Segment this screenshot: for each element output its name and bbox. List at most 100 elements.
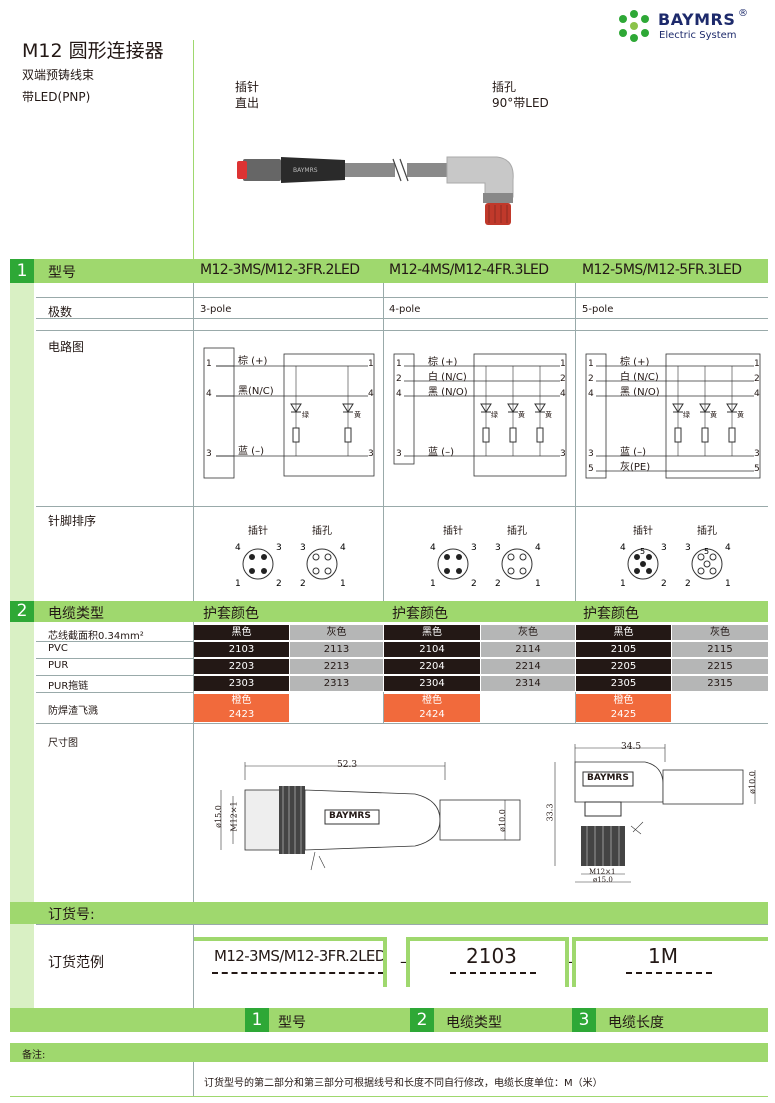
svg-text:1: 1 xyxy=(430,579,436,588)
section2-bar xyxy=(10,601,768,622)
c5-wire-2: 白 (N/C) xyxy=(620,372,659,383)
svg-text:1: 1 xyxy=(535,579,541,588)
c3-led-1: 绿 xyxy=(302,411,309,419)
c2-pvc-black: 2104 xyxy=(384,642,480,657)
c3-right-pin-2: 4 xyxy=(368,389,374,399)
angled-height: 33.3 xyxy=(545,803,555,822)
c3-pur-black: 2205 xyxy=(576,659,671,674)
c1-weld-head: 橙色 xyxy=(194,694,289,708)
c1-chain-grey: 2313 xyxy=(290,676,383,691)
svg-text:3: 3 xyxy=(300,543,306,553)
notes-bar xyxy=(10,1043,768,1062)
notes-text: 订货型号的第二部分和第三部分可根据线号和长度不同自行修改，电缆长度单位：M（米） xyxy=(204,1078,603,1089)
end1-label-2: 直出 xyxy=(235,96,260,110)
c3-pvc-black: 2105 xyxy=(576,642,671,657)
svg-text:2: 2 xyxy=(471,579,477,588)
c2-weld-value: 2424 xyxy=(384,708,480,722)
c3-right-pin-1: 1 xyxy=(368,359,374,369)
c3-left-pin-2: 4 xyxy=(206,389,212,399)
pin-male-label-2: 插针 xyxy=(443,526,463,537)
c1-chain-black: 2303 xyxy=(194,676,289,691)
c5-left-pin-3: 4 xyxy=(588,389,594,399)
jacket-color-2: 护套颜色 xyxy=(392,606,448,622)
svg-text:4: 4 xyxy=(535,543,541,553)
page-subtitle-1: 双端预铸线束 xyxy=(22,68,95,82)
c5-wire-4: 蓝 (–) xyxy=(620,447,646,458)
dims-label: 尺寸图 xyxy=(48,738,78,749)
svg-text:4: 4 xyxy=(235,543,241,553)
c2-chain-black: 2304 xyxy=(384,676,480,691)
svg-text:1: 1 xyxy=(620,579,626,588)
pin-male-label-1: 插针 xyxy=(248,526,268,537)
straight-diameter: ø15.0 xyxy=(213,805,223,828)
straight-thread: M12×1 xyxy=(229,801,239,832)
logo-mark-icon xyxy=(619,10,649,42)
logo-tagline: Electric System xyxy=(659,30,737,41)
c2-pur-grey: 2214 xyxy=(481,659,575,674)
c4-right-pin-3: 4 xyxy=(560,389,566,399)
svg-text:3: 3 xyxy=(276,543,282,553)
c5-left-pin-1: 1 xyxy=(588,359,594,369)
c2-pvc-grey: 2114 xyxy=(481,642,575,657)
legend-text-1: 型号 xyxy=(278,1015,306,1031)
section1-spine xyxy=(10,283,34,601)
c3-right-pin-3: 3 xyxy=(368,449,374,459)
poles-3: 5-pole xyxy=(582,304,614,315)
c3-pvc-grey: 2115 xyxy=(672,642,768,657)
product-cable-image: BAYMRS xyxy=(237,156,514,225)
c2-black-head: 黑色 xyxy=(384,625,480,640)
pin-female-label-2: 插孔 xyxy=(507,526,527,537)
c5-led-2: 黄 xyxy=(710,411,717,419)
c5-left-pin-5: 5 xyxy=(588,464,594,474)
c1-black-head: 黑色 xyxy=(194,625,289,640)
c2-weld-head: 橙色 xyxy=(384,694,480,708)
straight-length: 52.3 xyxy=(337,760,358,770)
angled-cable: ø10.0 xyxy=(747,771,757,794)
section2-label: 电缆类型 xyxy=(48,606,104,622)
svg-text:3: 3 xyxy=(661,543,667,553)
c3-chain-black: 2305 xyxy=(576,676,671,691)
c1-pvc-black: 2103 xyxy=(194,642,289,657)
svg-text:1: 1 xyxy=(725,579,731,588)
c5-right-pin-1: 1 xyxy=(754,359,760,369)
c4-wire-3: 黑 (N/O) xyxy=(428,387,468,398)
order-col-bar-1 xyxy=(194,937,384,941)
svg-text:3: 3 xyxy=(685,543,691,553)
angled-thread: M12×1 xyxy=(589,868,616,876)
pinout-label: 针脚排序 xyxy=(48,514,97,528)
c4-wire-4: 蓝 (–) xyxy=(428,447,454,458)
c4-left-pin-1: 1 xyxy=(396,359,402,369)
c4-left-pin-3: 4 xyxy=(396,389,402,399)
c4-led-2: 黄 xyxy=(518,411,525,419)
poles-label: 极数 xyxy=(48,305,73,319)
left-divider xyxy=(193,40,194,260)
legend-text-2: 电缆类型 xyxy=(446,1015,502,1031)
c1-pur-black: 2203 xyxy=(194,659,289,674)
c5-left-pin-4: 3 xyxy=(588,449,594,459)
c5-led-3: 黄 xyxy=(737,411,744,419)
poles-1: 3-pole xyxy=(200,304,232,315)
pin-male-label-3: 插针 xyxy=(633,526,653,537)
order-spine xyxy=(10,924,34,1008)
order-heading: 订货号: xyxy=(48,907,95,923)
c1-grey-head: 灰色 xyxy=(290,625,383,640)
legend-text-3: 电缆长度 xyxy=(608,1015,664,1031)
angled-width: 34.5 xyxy=(621,742,642,752)
c4-right-pin-2: 2 xyxy=(560,374,566,384)
col-divider-2 xyxy=(383,283,384,601)
circuit-diagram-3pole: 1 4 3 1 4 3 棕 (+) 黑(N/C) 蓝 (–) 绿 黄 xyxy=(200,344,378,484)
c3-pur-grey: 2215 xyxy=(672,659,768,674)
svg-text:4: 4 xyxy=(340,543,346,553)
poles-2: 4-pole xyxy=(389,304,421,315)
order-example-length: 1M xyxy=(648,944,678,968)
c3-left-pin-3: 3 xyxy=(206,449,212,459)
order-col-divider-2 xyxy=(406,937,410,987)
c1-weld-value: 2423 xyxy=(194,708,289,722)
svg-text:2: 2 xyxy=(276,579,282,588)
order-col-divider-4 xyxy=(572,937,576,987)
order-col-bar-2 xyxy=(410,937,565,941)
svg-text:4: 4 xyxy=(725,543,731,553)
